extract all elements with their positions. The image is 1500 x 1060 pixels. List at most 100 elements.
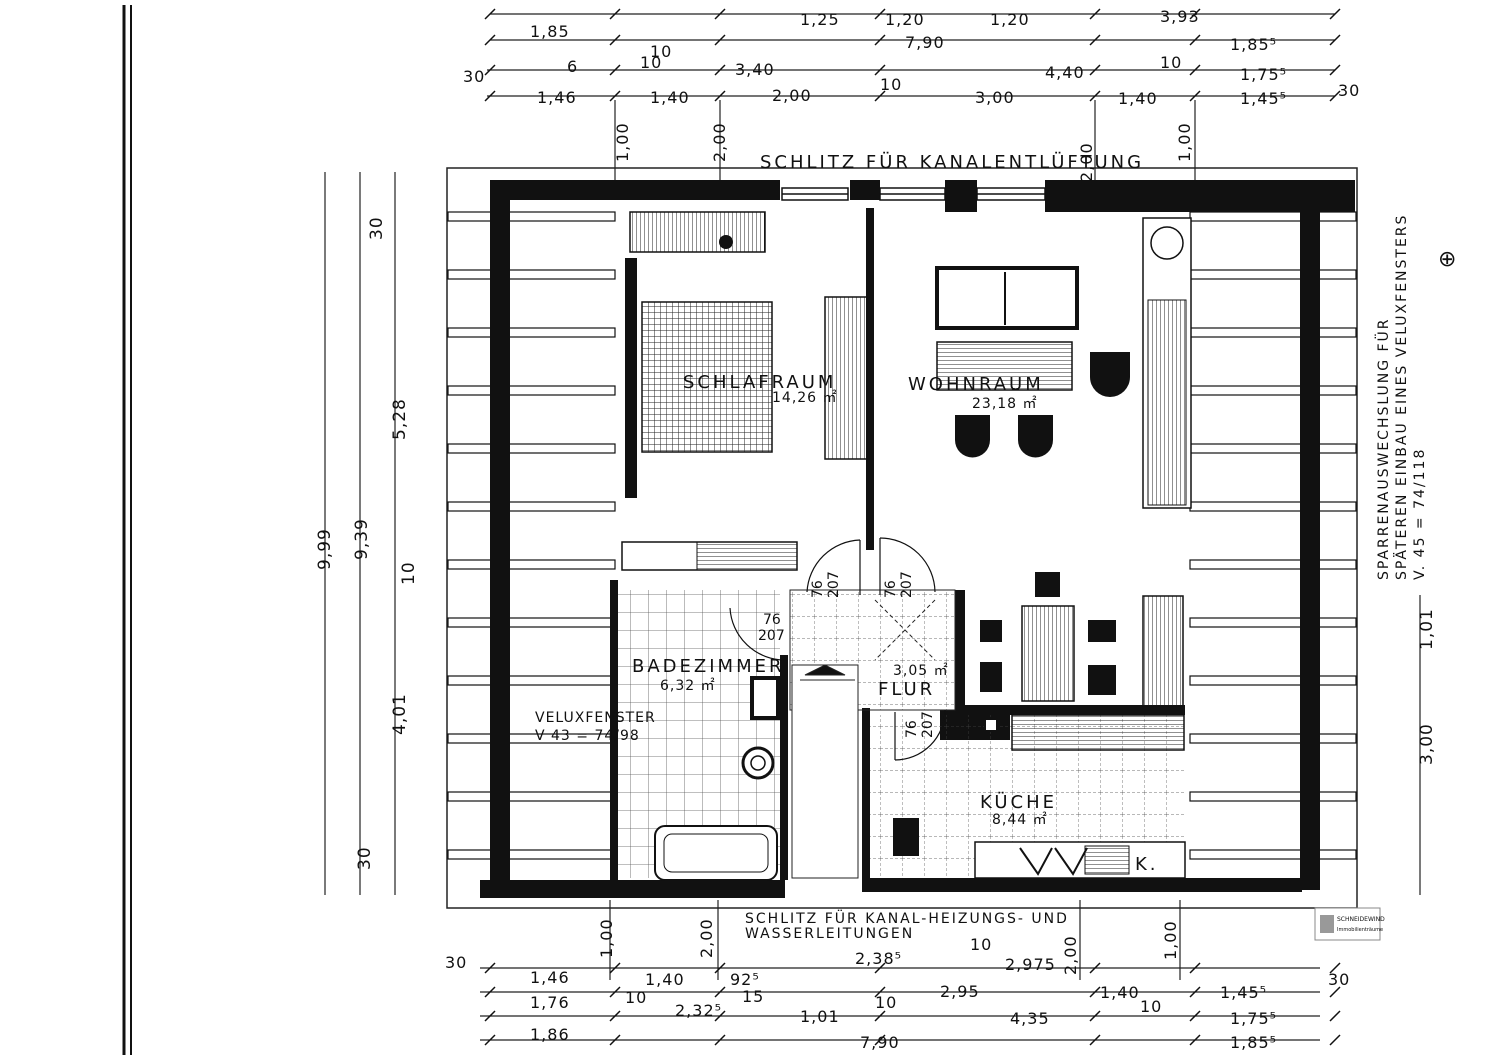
dim-top-2-h: 1,75⁵: [1240, 65, 1287, 84]
dimension-tick: [1089, 1034, 1101, 1046]
rafter: [1189, 791, 1357, 802]
dim-bottom-vert-b: 2,00: [697, 918, 716, 958]
velux-note-2: V 43 = 74/98: [535, 728, 640, 744]
dim-bottom-2-d: 15: [742, 987, 764, 1006]
rafter: [1189, 443, 1357, 454]
dim-top-2-f: 4,40: [1045, 63, 1085, 82]
dim-top-3-d: 3,00: [975, 88, 1015, 107]
room-area-schlafraum: 14,26 ㎡: [772, 390, 838, 406]
dim-top-2-d: 3,40: [735, 60, 775, 79]
dim-bottom-2-g: 1,45⁵: [1220, 983, 1267, 1002]
dim-bottom-1-c: 1,40: [645, 970, 685, 989]
right-note: SPARRENAUSWECHSLUNG FÜR SPÄTEREN EINBAU …: [1374, 214, 1428, 580]
bottom-slot-note-1: SCHLITZ FÜR KANAL-HEIZUNGS- UND: [745, 909, 1069, 927]
dimension-tick: [609, 8, 621, 20]
dim-top-0-b: 1,20: [885, 10, 925, 29]
dimension-tick: [1329, 34, 1341, 46]
dimension-tick: [609, 64, 621, 76]
dimension-tick: [1189, 1010, 1201, 1022]
dimension-tick: [874, 986, 886, 998]
dim-bottom-2-f: 1,40: [1100, 983, 1140, 1002]
door-label-living: 76 207: [883, 571, 915, 598]
dim-bottom-1-f: 10: [970, 935, 992, 954]
dimension-tick: [874, 1034, 886, 1046]
dimension-tick: [609, 90, 621, 102]
dimension-tick: [714, 8, 726, 20]
dim-bottom-3-c: 4,35: [1010, 1009, 1050, 1028]
logo-name: SCHNEIDEWIND: [1337, 916, 1385, 923]
dim-bottom-1-d: 92⁵: [730, 970, 760, 989]
kitchen: [870, 714, 1186, 879]
dimension-tick: [874, 8, 886, 20]
dim-top-0-d: 3,93: [1160, 7, 1200, 26]
dim-bottom-vert-c: 2,00: [1061, 935, 1080, 975]
dimension-tick: [609, 1010, 621, 1022]
dim-top-vert-b: 2,00: [710, 122, 729, 162]
door-label-width: 76: [904, 720, 920, 738]
dimension-tick: [609, 962, 621, 974]
dim-bottom-3-a: 1,01: [800, 1007, 840, 1026]
dimension-tick: [1329, 1034, 1341, 1046]
dimension-tick: [874, 64, 886, 76]
rafter: [447, 791, 616, 802]
roof-rafters: [446, 167, 1358, 909]
rafter: [1189, 559, 1357, 570]
dimension-tick: [714, 90, 726, 102]
right-note-line-2: SPÄTEREN EINBAU EINES VELUXFENSTERS: [1392, 214, 1410, 580]
dim-bottom-4-c: 1,85⁵: [1230, 1033, 1277, 1052]
doors: [729, 537, 946, 761]
dimension-tick: [714, 986, 726, 998]
dim-left-f: 4,01: [390, 693, 410, 735]
dim-bottom-2-b: 10: [625, 988, 647, 1007]
dimension-tick: [714, 1010, 726, 1022]
dim-top-3-e: 1,40: [1118, 89, 1158, 108]
rafter: [447, 675, 616, 686]
rafter: [447, 443, 616, 454]
door-label-kitchen: 76 207: [904, 711, 936, 738]
dim-right-a: 1,01: [1417, 608, 1437, 650]
door-label-height: 207: [899, 571, 915, 598]
dim-top-vert-a: 1,00: [613, 122, 632, 162]
top-slot-note: SCHLITZ FÜR KANALENTLÜFTUNG: [760, 151, 1144, 173]
door-label-width: 76: [883, 580, 899, 598]
logo-sub: Immobilienträume: [1337, 927, 1383, 933]
dim-left-g: 30: [355, 846, 375, 870]
rafter: [1189, 269, 1357, 280]
right-note-line-1: SPARRENAUSWECHSLUNG FÜR: [1374, 317, 1392, 580]
rafter: [1189, 617, 1357, 628]
dimension-tick: [1329, 1010, 1341, 1022]
bottom-slot-note-2: WASSERLEITUNGEN: [745, 926, 914, 942]
dim-left-d: 5,28: [390, 398, 410, 440]
dim-bottom-1-b: 1,46: [530, 968, 570, 987]
dim-top-1-c: 7,90: [905, 33, 945, 52]
dim-bottom-1-e: 2,38⁵: [855, 949, 902, 968]
room-area-flur: 3,05 ㎡: [893, 663, 949, 679]
room-name-schlafraum: SCHLAFRAUM: [683, 372, 836, 393]
dimension-tick: [1189, 962, 1201, 974]
dimension-ticks: [484, 8, 1341, 1046]
top-windows: [781, 187, 1046, 201]
dimension-tick: [1089, 986, 1101, 998]
room-name-badezimmer: BADEZIMMER: [632, 656, 784, 677]
dim-bottom-vert-a: 1,00: [597, 918, 616, 958]
bathroom: [618, 590, 780, 881]
dim-left-c: 30: [367, 216, 387, 240]
dimension-tick: [484, 90, 496, 102]
room-area-badezimmer: 6,32 ㎡: [660, 678, 716, 694]
rafter: [447, 211, 616, 222]
rafter: [1189, 849, 1357, 860]
dimension-tick: [1089, 1010, 1101, 1022]
room-area-wohnraum: 23,18 ㎡: [972, 396, 1038, 412]
dimension-tick: [1089, 64, 1101, 76]
dimension-tick: [1089, 8, 1101, 20]
dim-top-3-a: 1,46: [537, 88, 577, 107]
north-symbol-icon: ⊕: [1438, 247, 1456, 272]
dimension-tick: [714, 962, 726, 974]
dimension-tick: [484, 64, 496, 76]
rafter: [447, 501, 616, 512]
dim-left-b: 9,39: [352, 518, 372, 560]
rafter: [1189, 501, 1357, 512]
dimension-tick: [1089, 962, 1101, 974]
scan-border-lines: [122, 5, 132, 1055]
room-area-kueche: 8,44 ㎡: [992, 812, 1048, 828]
